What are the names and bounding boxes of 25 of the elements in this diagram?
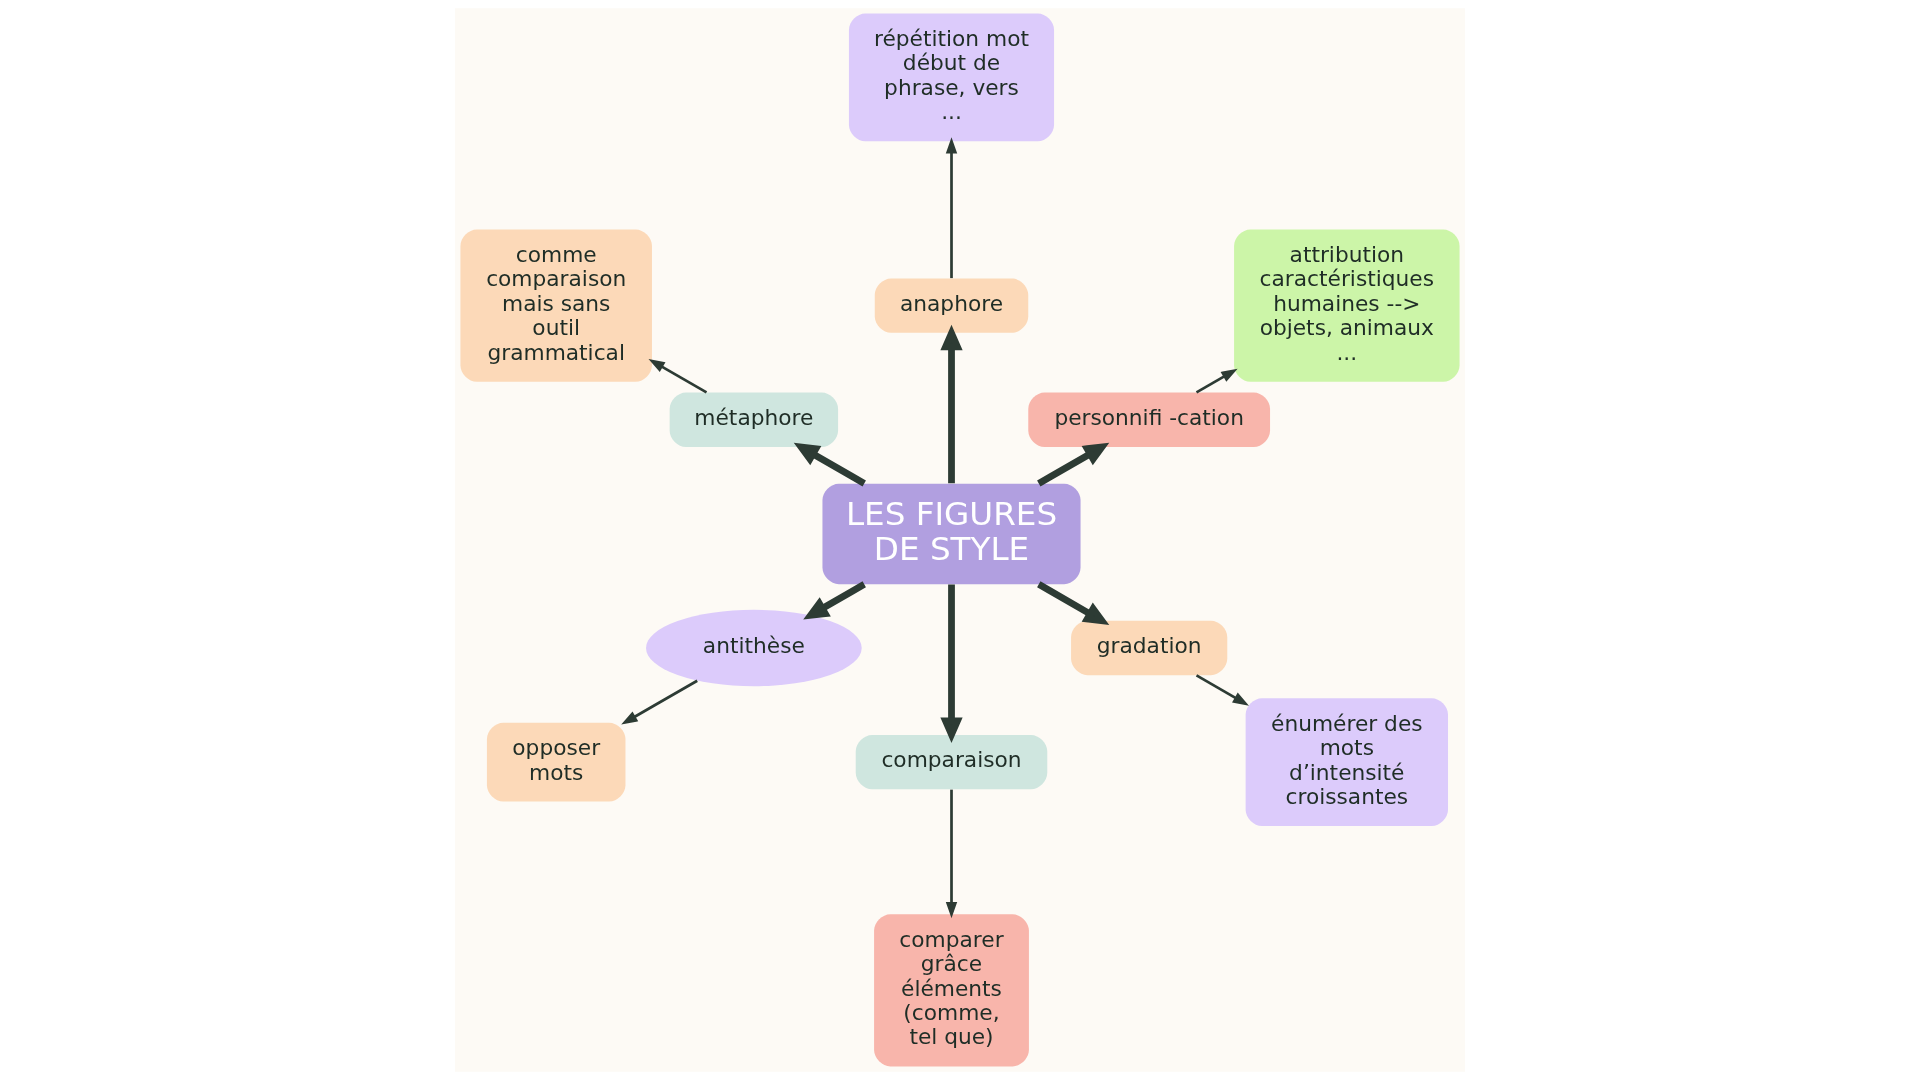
arrow (802, 581, 866, 620)
node-box: anaphore (874, 278, 1028, 333)
arrow (945, 137, 957, 279)
node-box: gradation (1070, 620, 1227, 676)
node-box: énumérer des mots d’intensité croissantes (1245, 698, 1448, 826)
node-box: attribution caractéristiques humaines --> objets, animaux ... (1233, 229, 1460, 382)
arrow (1195, 368, 1238, 394)
node-box: métaphore (669, 392, 838, 447)
node-ellipse: antithèse (645, 609, 862, 687)
arrow (620, 679, 698, 725)
node-box: répétition mot début de phrase, vers ... (848, 13, 1054, 142)
arrow (939, 324, 963, 484)
node-box: comme comparaison mais sans outil grammatical (459, 229, 652, 382)
arrow (945, 789, 957, 919)
node-box: comparer grâce éléments (comme, tel que) (873, 914, 1029, 1067)
arrow (1036, 442, 1109, 487)
arrow (939, 584, 963, 743)
arrow (793, 442, 866, 487)
node-box: personnifi -cation (1027, 392, 1270, 447)
arrow (1195, 674, 1249, 706)
arrow (1036, 581, 1109, 625)
arrow (648, 358, 707, 394)
node-box: comparaison (855, 734, 1047, 790)
node-box: opposer mots (486, 722, 625, 802)
node-box: LES FIGURES DE STYLE (821, 483, 1081, 585)
